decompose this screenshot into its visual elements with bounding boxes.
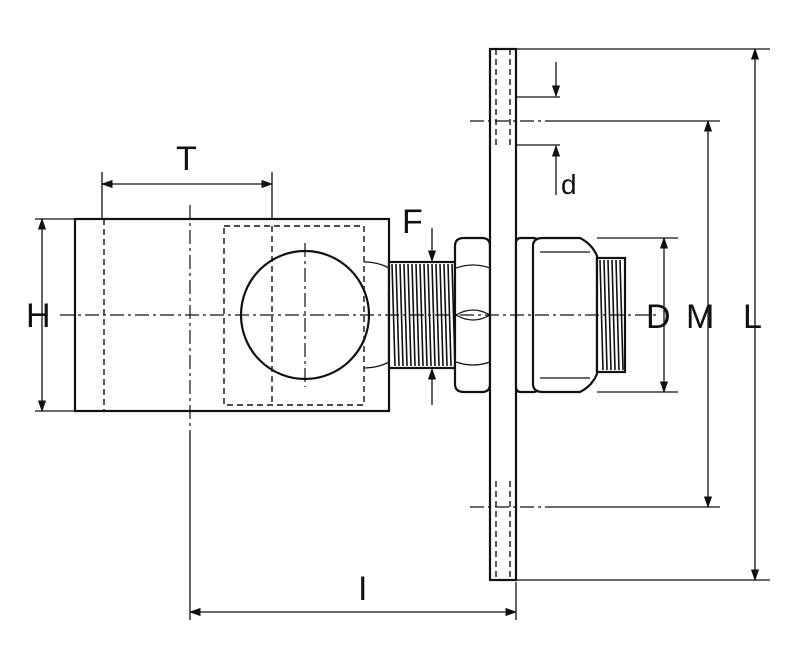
label-L: L [743, 298, 762, 336]
label-D: D [646, 298, 671, 336]
label-M: M [686, 298, 714, 336]
thread-line [431, 263, 436, 367]
thread-line [399, 263, 404, 367]
thread-line [407, 263, 412, 367]
label-T: T [176, 140, 197, 178]
thread-line [447, 263, 452, 367]
label-I: I [358, 570, 367, 608]
center-lines [60, 205, 660, 432]
thread-line [607, 259, 612, 371]
label-H: H [26, 297, 51, 335]
label-d: d [561, 169, 577, 200]
label-F: F [402, 203, 423, 241]
thread-line [599, 259, 604, 371]
dimension-lines [37, 47, 760, 617]
thread-line [423, 263, 428, 367]
